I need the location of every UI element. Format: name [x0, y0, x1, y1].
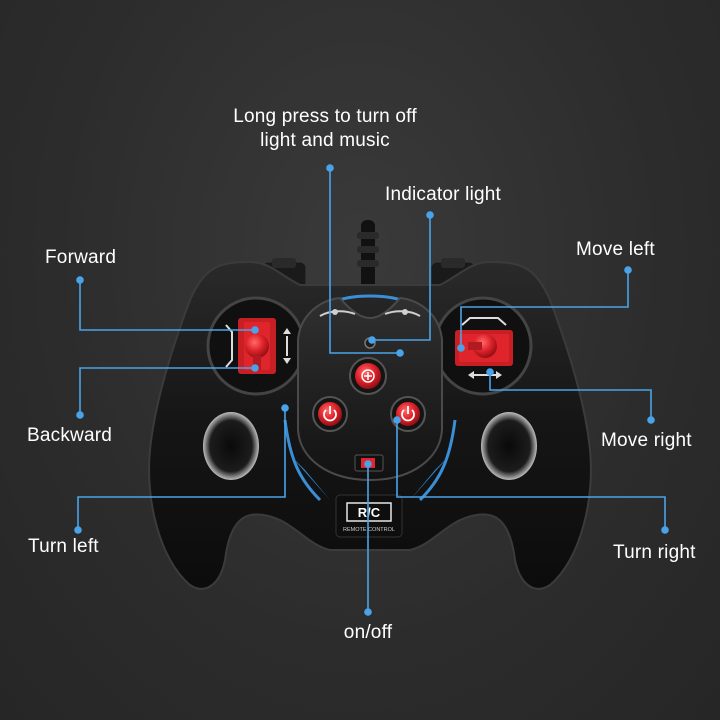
power-icon	[323, 406, 337, 422]
eyebrow-lines	[319, 309, 421, 317]
turn-right-button	[390, 396, 426, 432]
leader-indicator	[372, 215, 431, 341]
rc-badge-sub: REMOTE CONTROL	[343, 527, 395, 533]
label-on-off: on/off	[343, 622, 393, 643]
leader-backward	[79, 367, 255, 415]
left-joystick	[206, 296, 306, 396]
right-grip-hole	[481, 412, 537, 480]
leader-turn-left	[77, 408, 286, 530]
leader-move-left	[460, 270, 629, 348]
label-backward: Backward	[27, 425, 113, 446]
label-long-press: Long press to turn off light and music	[233, 106, 417, 151]
leader-turn-right	[396, 420, 666, 530]
leader-long-press	[329, 168, 400, 354]
music-light-button	[349, 357, 387, 395]
leader-forward	[79, 280, 255, 331]
antenna	[357, 220, 379, 290]
label-forward: Forward	[45, 247, 117, 268]
label-move-left: Move left	[576, 239, 655, 260]
rc-badge-brand: R/C	[358, 505, 381, 520]
label-indicator-light: Indicator light	[385, 184, 502, 205]
right-joystick	[433, 296, 533, 396]
rc-badge: R/C REMOTE CONTROL	[335, 494, 403, 538]
turn-left-button	[312, 396, 348, 432]
label-move-right: Move right	[601, 430, 692, 451]
music-icon	[361, 369, 375, 383]
left-grip-hole	[203, 412, 259, 480]
label-turn-left: Turn left	[28, 536, 99, 557]
leader-lines	[74, 164, 669, 616]
label-turn-right: Turn right	[613, 542, 696, 563]
leader-move-right	[489, 372, 652, 420]
power-icon	[401, 406, 415, 422]
